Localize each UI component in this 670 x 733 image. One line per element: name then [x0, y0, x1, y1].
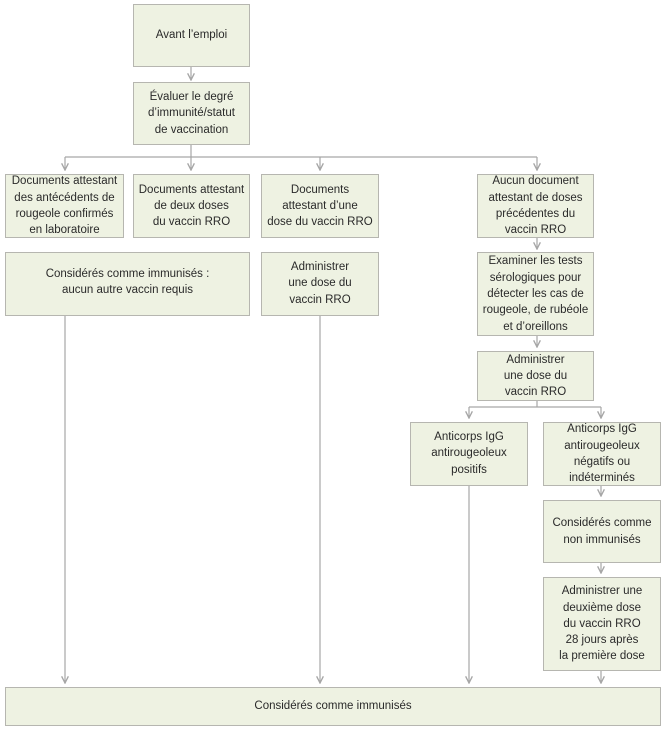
node-consideres-immunises-aucun-vaccin: Considérés comme immunisés : aucun autre…	[5, 252, 250, 316]
node-administrer-une-dose-1: Administrer une dose du vaccin RRO	[261, 252, 379, 316]
node-aucun-document: Aucun document attestant de doses précéd…	[477, 174, 594, 238]
node-anticorps-positifs: Anticorps IgG antirougeoleux positifs	[410, 422, 528, 486]
node-docs-antecedents: Documents attestant des antécédents de r…	[5, 174, 124, 238]
node-docs-une-dose: Documents attestant d’une dose du vaccin…	[261, 174, 379, 238]
node-consideres-non-immunises: Considérés comme non immunisés	[543, 500, 661, 563]
node-evaluer-immunite: Évaluer le degré d’immunité/statut de va…	[133, 82, 250, 145]
node-examiner-tests: Examiner les tests sérologiques pour dét…	[477, 252, 594, 336]
node-administrer-une-dose-2: Administrer une dose du vaccin RRO	[477, 351, 594, 401]
node-anticorps-negatifs: Anticorps IgG antirougeoleux négatifs ou…	[543, 422, 661, 486]
node-avant-emploi: Avant l’emploi	[133, 4, 250, 67]
node-docs-deux-doses: Documents attestant de deux doses du vac…	[133, 174, 250, 238]
node-deuxieme-dose: Administrer une deuxième dose du vaccin …	[543, 577, 661, 671]
node-consideres-immunises-final: Considérés comme immunisés	[5, 687, 661, 726]
